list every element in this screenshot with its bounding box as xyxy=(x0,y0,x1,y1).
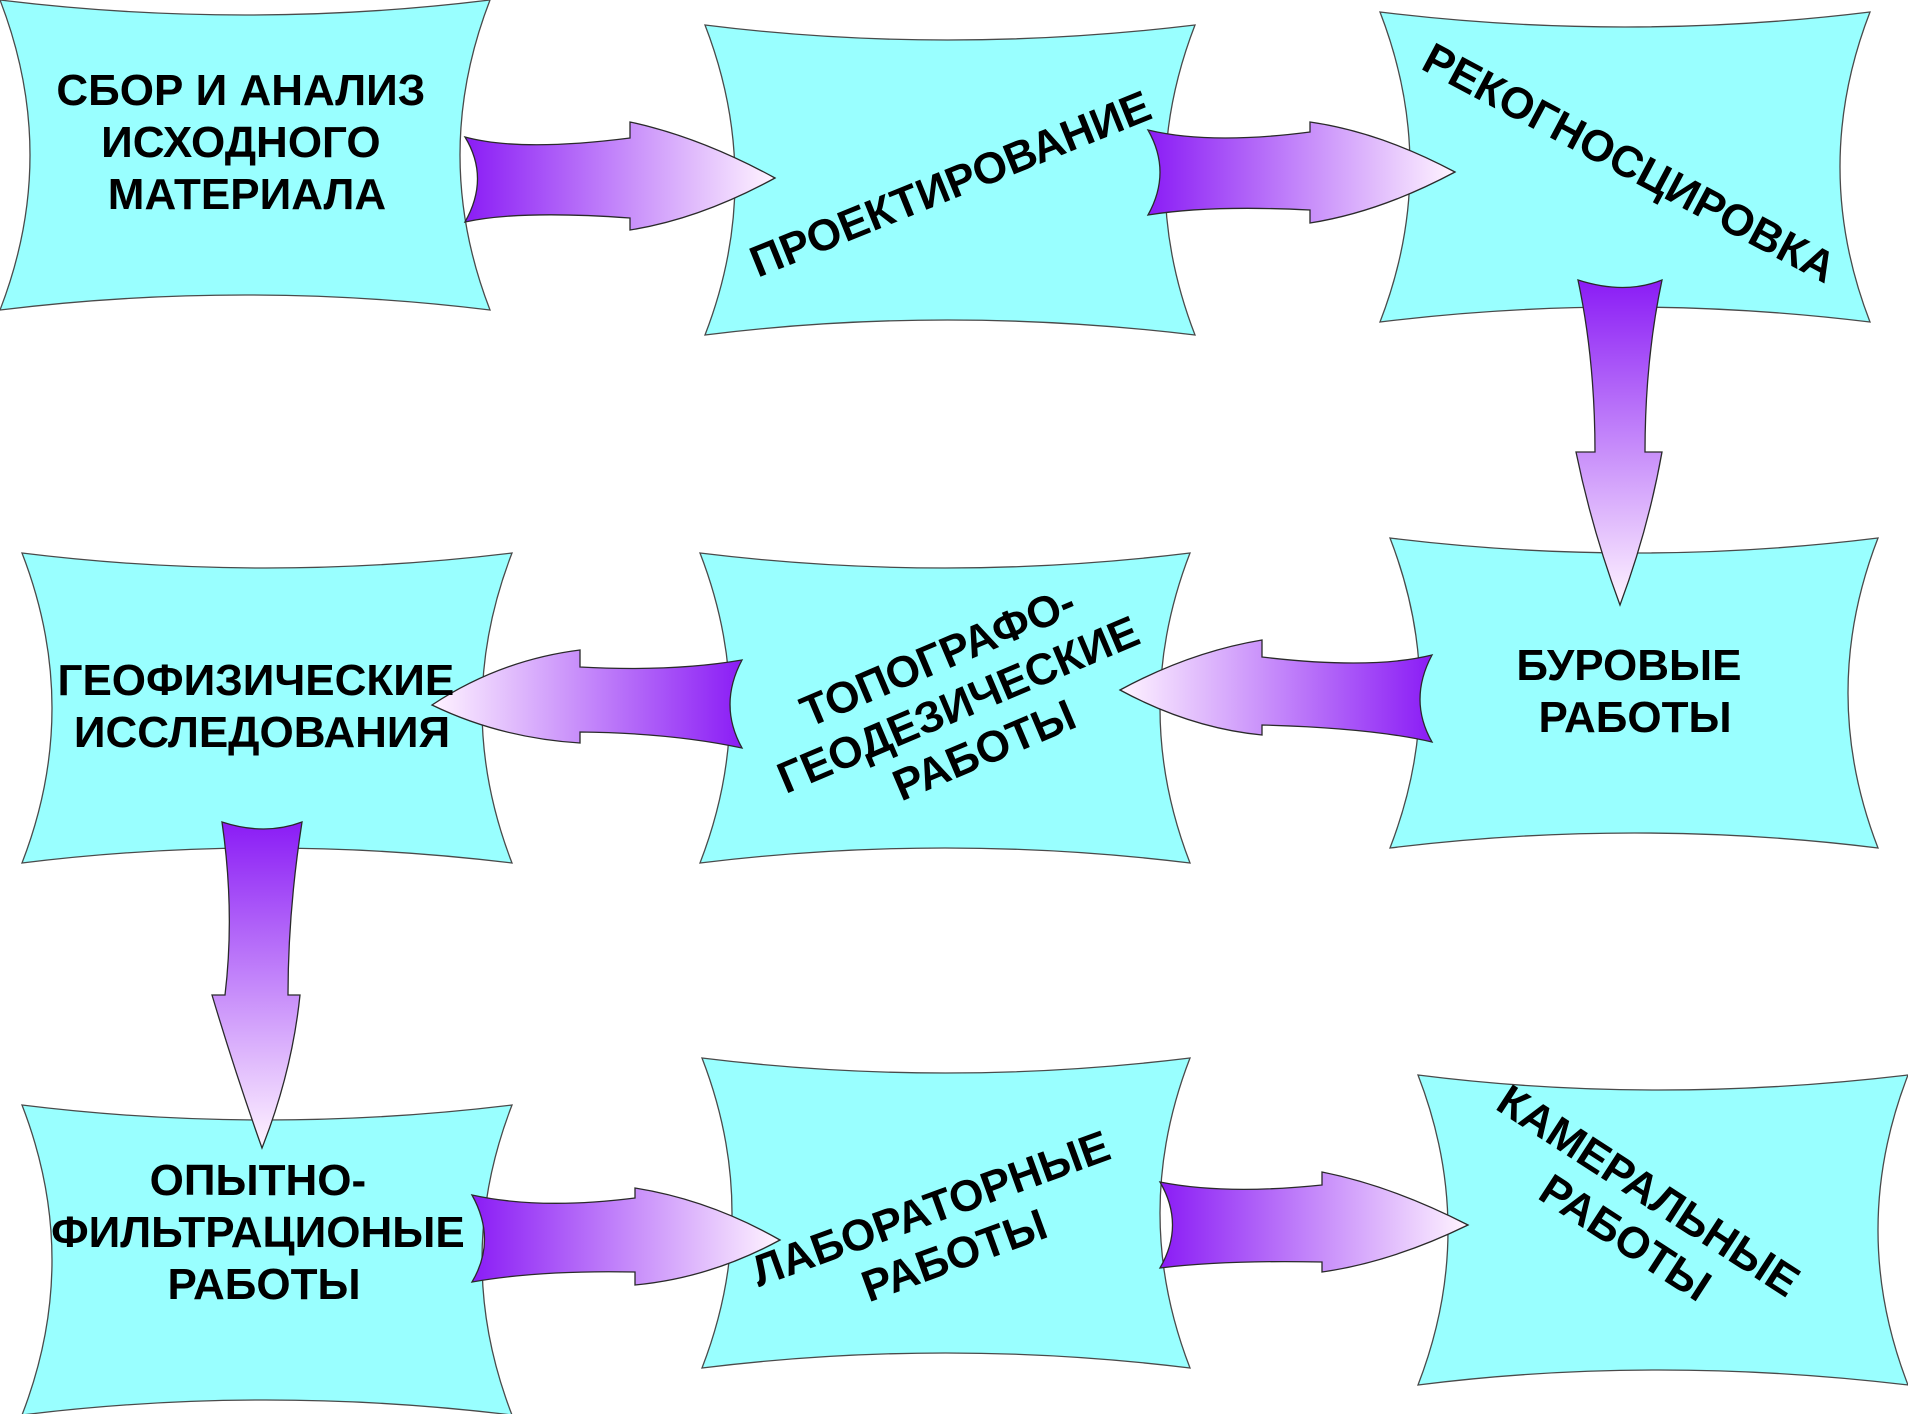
flow-arrows xyxy=(211,121,1663,1286)
step-box-filtration xyxy=(21,1104,513,1414)
step-box-laboratory xyxy=(701,1057,1191,1369)
step-label-collection: СБОР И АНАЛИЗ ИСХОДНОГО МАТЕРИАЛА xyxy=(56,66,437,219)
arrow-geophysical-to-filtration xyxy=(211,820,303,1150)
step-box-geophysical xyxy=(21,552,513,864)
arrow-drilling-to-topographic xyxy=(1118,639,1434,743)
step-label-filtration: ОПЫТНО- ФИЛЬТРАЦИОНЫЕ РАБОТЫ xyxy=(51,1156,477,1309)
arrow-collection-to-design xyxy=(463,121,777,231)
step-box-reconnaissance xyxy=(1379,11,1871,323)
step-box-drilling xyxy=(1389,537,1879,849)
step-box-collection xyxy=(0,0,491,311)
arrow-reconnaissance-to-drilling xyxy=(1575,278,1663,607)
arrow-filtration-to-laboratory xyxy=(470,1187,782,1286)
step-box-cameral xyxy=(1417,1074,1908,1386)
step-box-topographic xyxy=(699,552,1191,864)
step-box-design xyxy=(704,24,1196,336)
arrow-design-to-reconnaissance xyxy=(1146,121,1457,224)
arrow-laboratory-to-cameral xyxy=(1158,1171,1470,1273)
step-label-geophysical: ГЕОФИЗИЧЕСКИЕ ИССЛЕДОВАНИЯ xyxy=(58,656,467,757)
arrow-topographic-to-geophysical xyxy=(430,649,744,749)
step-label-drilling: БУРОВЫЕ РАБОТЫ xyxy=(1516,641,1753,742)
